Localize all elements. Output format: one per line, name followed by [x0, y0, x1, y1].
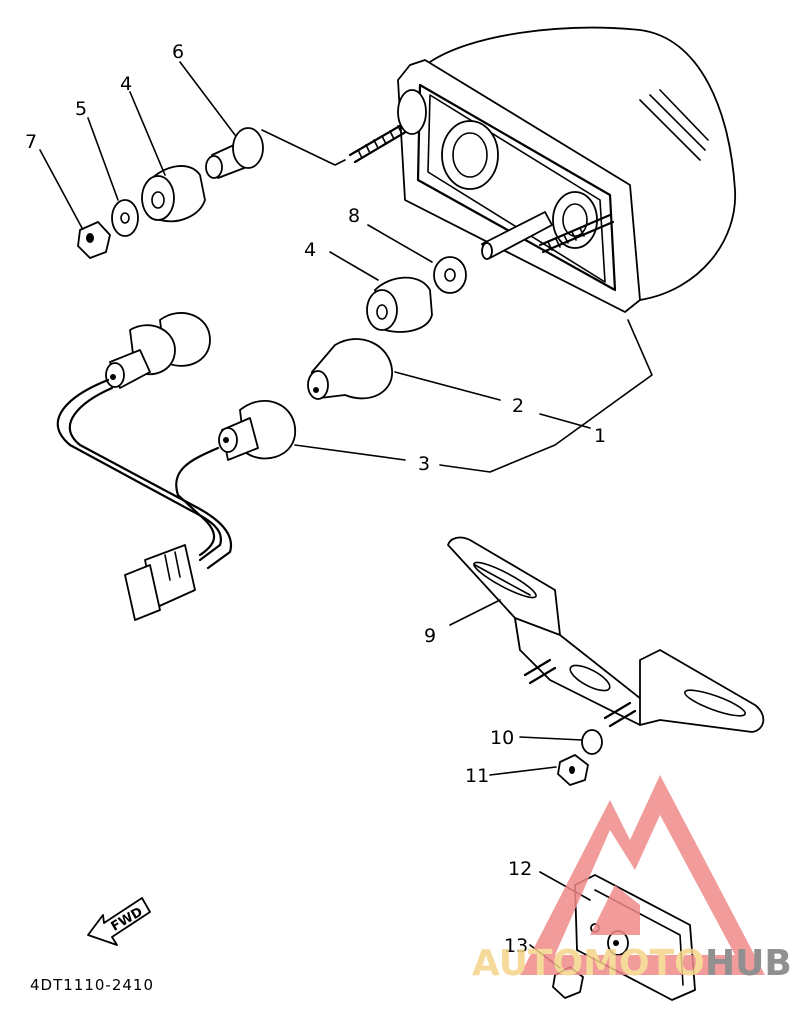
callout-10: 10: [490, 727, 514, 749]
fwd-arrow: FWD: [87, 897, 151, 946]
tail-light-housing: [348, 26, 736, 313]
leader-lines: [39, 61, 653, 969]
callout-1: 1: [594, 425, 606, 447]
brand-mark-icon: [520, 775, 765, 975]
callout-6: 6: [172, 41, 184, 63]
wire-harness: [56, 378, 233, 621]
callout-numbers: 1 2 3 4 4 5 6 7 8 9 10 11 12 13: [25, 41, 606, 957]
callout-7: 7: [25, 131, 37, 153]
callout-9: 9: [424, 625, 436, 647]
callout-5: 5: [75, 98, 87, 120]
bulb-socket-upper: [105, 312, 211, 389]
bulb-socket-lower: [218, 400, 296, 461]
callout-2: 2: [512, 395, 524, 417]
drawing-code: 4DT1110-2410: [30, 976, 154, 994]
watermark-text-hub: HUB: [705, 943, 792, 984]
grommet-4-upper: [141, 165, 206, 223]
callout-8: 8: [348, 205, 360, 227]
callout-11: 11: [465, 765, 489, 787]
grommet-4-lower: [366, 276, 433, 333]
callout-4-lower: 4: [304, 239, 316, 261]
bulb-part-2: [307, 338, 393, 400]
washer-10: [581, 729, 603, 755]
callout-3: 3: [418, 453, 430, 475]
nut-11: [557, 754, 589, 786]
washer-8: [433, 256, 467, 294]
washer-5: [111, 199, 139, 237]
watermark-text-automoto: AUTOMOTO: [472, 943, 705, 984]
collar-6: [205, 127, 264, 179]
nut-7: [77, 221, 111, 259]
callout-4-upper: 4: [120, 73, 132, 95]
callout-13: 13: [504, 935, 528, 957]
callout-12: 12: [508, 858, 532, 880]
watermark-logo: AUTOMOTO HUB: [472, 775, 792, 984]
bracket-9: [447, 536, 765, 733]
